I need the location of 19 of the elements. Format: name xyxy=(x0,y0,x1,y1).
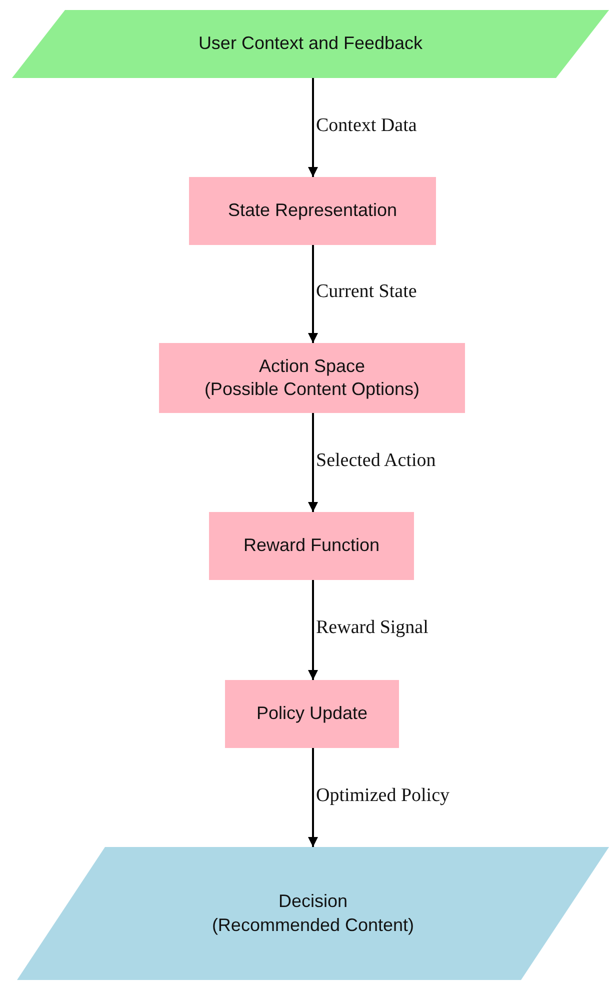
process-box xyxy=(225,680,399,748)
process-box xyxy=(189,177,436,245)
arrow xyxy=(308,78,318,177)
arrow xyxy=(308,413,318,512)
node-label: State Representation xyxy=(228,199,398,222)
arrow xyxy=(308,748,318,847)
node-label: Decision (Recommended Content) xyxy=(212,890,414,937)
node-label: Reward Function xyxy=(243,534,380,558)
edge-label: Reward Signal xyxy=(316,618,428,639)
node-label: Policy Update xyxy=(256,702,368,726)
input-output-parallelogram xyxy=(12,10,609,78)
edge-label: Optimized Policy xyxy=(316,786,450,806)
arrow xyxy=(308,580,318,680)
process-box xyxy=(209,512,414,580)
node-label: Action Space (Possible Content Options) xyxy=(204,354,420,401)
process-box xyxy=(159,343,465,413)
node-label: User Context and Feedback xyxy=(198,32,423,56)
arrow xyxy=(308,245,318,343)
input-output-parallelogram xyxy=(17,847,609,980)
